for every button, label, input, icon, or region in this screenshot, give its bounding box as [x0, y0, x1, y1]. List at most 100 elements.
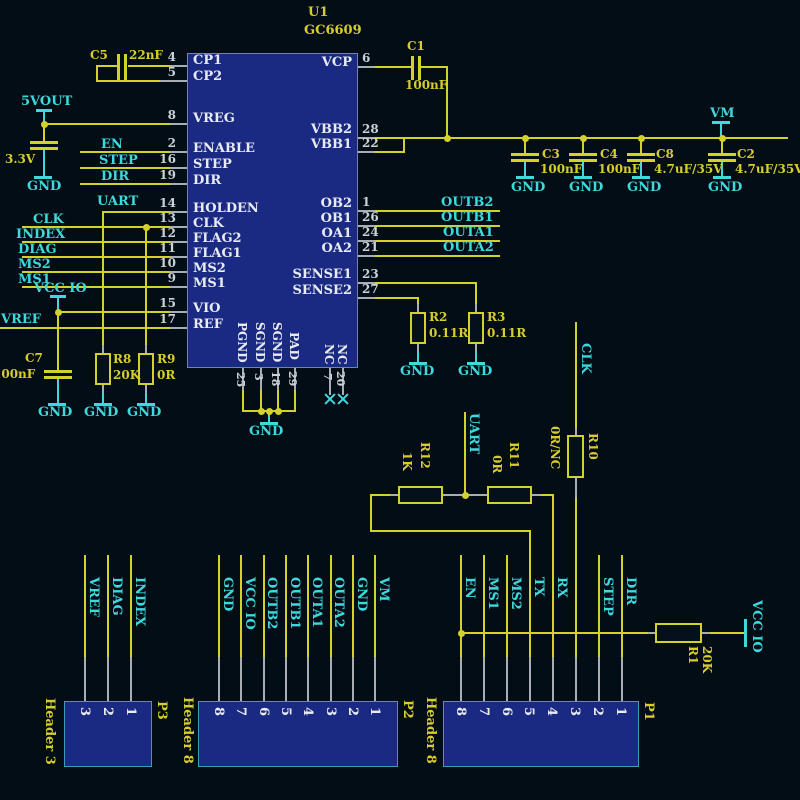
ic-part: GC6609: [304, 23, 362, 38]
pin-name: VREG: [193, 111, 235, 126]
cap-c2-plate: [708, 153, 736, 156]
gnd-bar: [632, 176, 650, 179]
pin-num: 10: [159, 256, 176, 270]
hdr-pin-num: 3: [77, 707, 92, 717]
resistor-r1: [655, 623, 702, 643]
net-label: OUTB1: [441, 210, 494, 225]
pin-num: 7: [321, 373, 334, 381]
pin-name: REF: [193, 317, 223, 332]
cap-val: 100nF: [0, 367, 36, 381]
cap-c2-plate: [708, 159, 736, 162]
gnd-label: GND: [127, 405, 162, 420]
pin-name: VBB2: [310, 122, 352, 137]
cap-33v-plate: [30, 141, 58, 144]
net-label: UART: [97, 194, 139, 209]
cap-stem: [582, 139, 584, 153]
wire-vbb2: [375, 137, 405, 139]
wire-step-vert: [598, 555, 600, 657]
junction-dot: [522, 135, 529, 142]
res-val: 0.11R: [429, 326, 469, 340]
pin-stub-p3: [107, 657, 109, 701]
header-type: Header 8: [423, 697, 438, 764]
ic-ref: U1: [308, 5, 329, 20]
gnd-bar: [516, 176, 534, 179]
hdr-pin-num: 2: [345, 707, 360, 717]
net-label: UART: [466, 413, 481, 455]
pin-num: 9: [167, 271, 176, 285]
res-stub: [417, 344, 419, 352]
pin-num: 25: [234, 372, 247, 388]
pin-name: OA2: [321, 241, 352, 256]
wire-outb1: [375, 225, 500, 227]
gnd-label: GND: [708, 180, 743, 195]
pin-num: 5: [167, 65, 176, 79]
res-stub: [702, 632, 710, 634]
pin-num: 8: [167, 108, 176, 122]
gnd-stem: [640, 162, 642, 176]
res-val: 0.11R: [487, 326, 527, 340]
pin-name: MS1: [193, 276, 226, 291]
cap-val: 3.3V: [5, 152, 36, 166]
pin-num: 16: [159, 152, 176, 166]
header-ref: P1: [641, 702, 656, 721]
wire-p2-vert: [263, 555, 265, 657]
res-ref: R11: [507, 442, 521, 469]
hdr-pin-num: 8: [453, 707, 468, 717]
res-val: 0R/NC: [548, 426, 562, 470]
cap-33v-plate: [30, 147, 58, 150]
pin-num: 23: [362, 267, 379, 281]
pin-stub-p2: [285, 657, 287, 701]
resistor-r12: [398, 486, 443, 504]
hdr-pin-num: 3: [323, 707, 338, 717]
power-bar-vm: [712, 121, 730, 124]
pin-num: 27: [362, 282, 379, 296]
wire-dir-vert: [621, 555, 623, 657]
pin-name: VBB1: [310, 137, 352, 152]
junction-dot: [258, 408, 265, 415]
hdr-pin-num: 4: [300, 707, 315, 717]
pin-name: NC: [335, 344, 349, 365]
res-stub: [102, 385, 104, 393]
wire-uart-net-vert: [464, 412, 466, 494]
net-label: VCC IO: [749, 600, 764, 653]
wire-dir: [80, 183, 170, 185]
gnd-bar: [574, 176, 592, 179]
res-val: 0R: [157, 368, 176, 382]
pin-stub-p2: [374, 657, 376, 701]
wire-vbb1: [375, 151, 405, 153]
gnd-stem: [268, 412, 270, 422]
res-ref: R12: [418, 442, 432, 469]
net-label: 5VOUT: [21, 94, 73, 109]
res-ref: R10: [586, 433, 600, 460]
gnd-stem: [43, 150, 45, 176]
pin-stub-ms2: [170, 271, 187, 273]
cap-c3-plate: [511, 153, 539, 156]
wire-r11-right: [541, 494, 554, 496]
wire-c7-vert: [57, 313, 59, 370]
power-bar-vccio-btm: [744, 619, 747, 647]
pin-stub-ob2: [358, 210, 375, 212]
cap-c4-plate: [569, 153, 597, 156]
junction-dot: [55, 309, 62, 316]
net-label: INDEX: [132, 577, 147, 627]
no-connect-x-icon: [323, 392, 337, 406]
cap-stem: [640, 139, 642, 153]
pin-name: CP2: [193, 69, 223, 84]
pin-stub-pgnd: [242, 368, 244, 390]
pin-name: FLAG1: [193, 246, 242, 261]
cap-val: 100nF: [405, 78, 448, 92]
pin-num: 29: [286, 371, 299, 387]
net-label: CLK: [33, 212, 64, 227]
wire-gnd-vert: [242, 390, 244, 411]
gnd-bar: [713, 176, 731, 179]
net-label: VCC IO: [242, 577, 257, 630]
pin-stub-ob1: [358, 225, 375, 227]
net-label: VCC IO: [34, 281, 87, 296]
pin-name: SENSE1: [292, 267, 352, 282]
wire-c5-left: [96, 65, 117, 67]
pin-name: FLAG2: [193, 231, 242, 246]
pin-num: 17: [159, 312, 176, 326]
wire-sense2-vert: [417, 297, 419, 304]
cap-c5-plate: [124, 54, 127, 80]
net-label: STEP: [600, 577, 615, 616]
